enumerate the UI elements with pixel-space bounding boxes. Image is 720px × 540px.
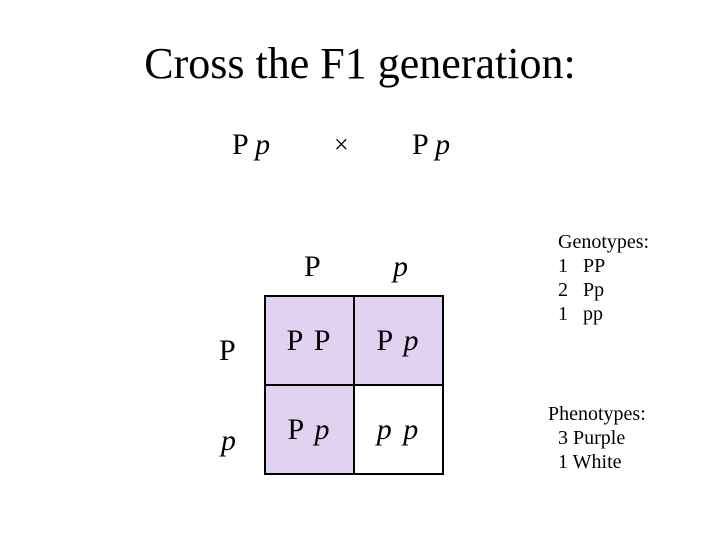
punnett-square: P P P p P p p p: [264, 295, 444, 475]
genotypes-heading: Genotypes:: [558, 231, 650, 253]
allele-dominant: P: [412, 128, 428, 161]
genotype-item: 2 Pp: [558, 279, 605, 301]
punnett-column-header: P: [304, 250, 321, 283]
slide-title: Cross the F1 generation:: [144, 39, 576, 88]
phenotypes-heading: Phenotypes:: [548, 403, 646, 425]
punnett-column-header: p: [393, 250, 408, 283]
parent-left-genotype: P p: [232, 128, 270, 162]
allele-dominant: P: [232, 128, 248, 161]
allele-recessive: p: [435, 128, 451, 161]
allele-recessive: p: [255, 128, 271, 161]
phenotypes-summary: Phenotypes: 3 Purple 1 White: [548, 402, 646, 474]
punnett-cell: P p: [354, 296, 443, 385]
genotypes-summary: Genotypes: 1 PP 2 Pp 1 pp: [558, 230, 649, 326]
phenotype-item: 1 White: [558, 451, 622, 473]
genotype-item: 1 PP: [558, 255, 606, 277]
punnett-row-header: p: [221, 424, 236, 457]
punnett-row-header: P: [219, 334, 236, 367]
punnett-cell: P p: [265, 385, 354, 474]
cross-icon: ×: [334, 130, 349, 159]
phenotype-item: 3 Purple: [558, 427, 626, 449]
genotype-item: 1 pp: [558, 303, 603, 325]
punnett-cell: p p: [354, 385, 443, 474]
punnett-cell: P P: [265, 296, 354, 385]
parent-right-genotype: P p: [412, 128, 450, 162]
